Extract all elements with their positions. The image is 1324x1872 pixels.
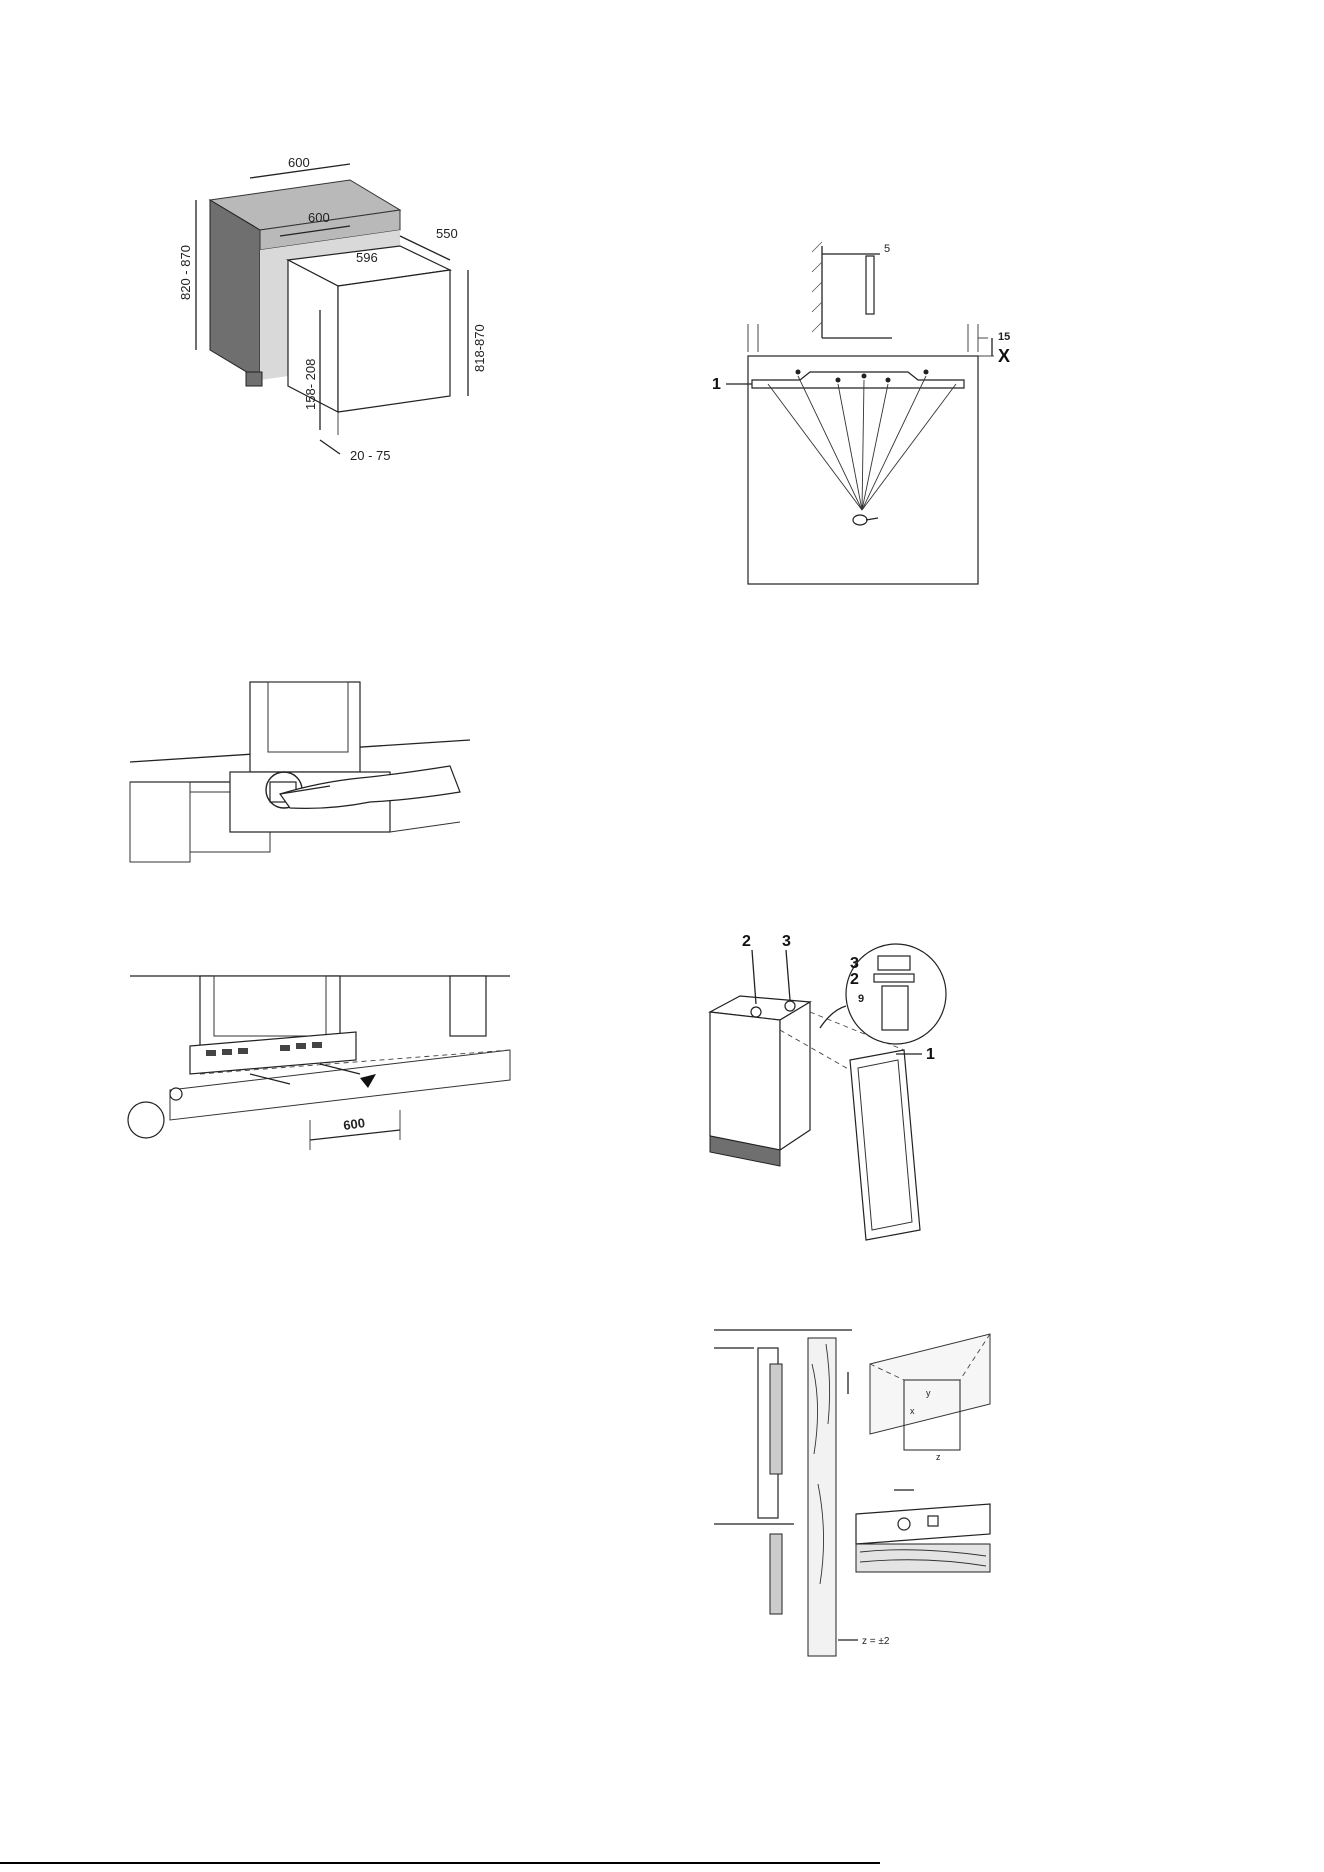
label-x: X [998, 346, 1010, 366]
label-x: x [910, 1406, 915, 1416]
arrow-vent-1 [250, 1074, 290, 1084]
dim-plinth-height: 158- 208 [303, 359, 318, 410]
dim-depth: 550 [436, 226, 458, 241]
hinge-screws-drawing: 2 3 1 3 2 9 [700, 930, 1000, 1240]
detail-hinge-pin [882, 986, 908, 1030]
door-panel [850, 1050, 920, 1240]
adjacent-cabinet [130, 782, 190, 862]
dim-appliance-width: 596 [356, 250, 378, 265]
detail-washer [874, 974, 914, 982]
leader-part-3 [786, 950, 790, 1000]
wood-board-section [856, 1544, 990, 1572]
screw-icon [853, 515, 867, 525]
appliance-front [710, 1012, 780, 1150]
nut-icon [785, 1001, 795, 1011]
plinth-vent-figure: 600 [130, 970, 520, 1180]
label-tolerance: z = ±2 [862, 1636, 890, 1647]
dim-inner-depth: 600 [308, 210, 330, 225]
door-template-figure: 5 1 15 X [712, 232, 1012, 592]
dim-width: 600 [342, 1115, 366, 1133]
footer-rule [0, 1862, 880, 1864]
label-part-3: 3 [782, 933, 791, 950]
plinth-vent-drawing: 600 [130, 970, 520, 1180]
screw-icon [751, 1007, 761, 1017]
hinge-screws-figure: 2 3 1 3 2 9 [700, 930, 1000, 1240]
installation-hand-drawing [130, 682, 470, 862]
dim-x-offset: 15 [998, 331, 1010, 343]
dim-plinth-recess: 20 - 75 [350, 448, 390, 463]
label-part-2: 2 [742, 933, 751, 950]
adjacent-cabinet [450, 976, 486, 1036]
hinge-plate [770, 1364, 782, 1474]
wooden-door-section [808, 1338, 836, 1656]
door-template-drawing: 5 1 15 X [712, 232, 1012, 592]
bracket-screw-icon [898, 1518, 910, 1530]
dim-line-plinth-recess [320, 440, 340, 454]
arrow-vent-2 [320, 1064, 360, 1074]
dim-gap: 9 [858, 993, 864, 1005]
dim-appliance-height: 818-870 [472, 324, 487, 372]
detail-nut [878, 956, 910, 970]
appliance-side [780, 1002, 810, 1150]
label-part-1: 1 [712, 376, 721, 393]
detail-label-3: 3 [850, 955, 859, 972]
cabinet-side-panel [210, 200, 260, 380]
cabinet-dimensions-figure: 600 600 550 596 820 - 870 818-870 158- 2… [160, 150, 520, 510]
foot-detail-circle [128, 1102, 164, 1138]
leader-part-2 [752, 950, 756, 1004]
detail-arrow-icon [820, 1006, 846, 1028]
cabinet-dimensions-drawing: 600 600 550 596 820 - 870 818-870 158- 2… [160, 150, 520, 510]
installation-hand-figure [130, 682, 470, 862]
label-part-1: 1 [926, 1046, 935, 1063]
label-y: y [926, 1388, 931, 1398]
lower-hinge-plate [770, 1534, 782, 1614]
appliance-body [250, 682, 360, 772]
dim-gap-top: 5 [884, 243, 890, 255]
adjustable-foot-icon [170, 1088, 182, 1100]
door-section [866, 256, 874, 314]
dim-niche-height: 820 - 870 [178, 245, 193, 300]
detail-label-2: 2 [850, 971, 859, 988]
label-z: z [936, 1452, 941, 1462]
cabinet-alignment-view [870, 1334, 990, 1434]
arrow-head-icon [360, 1074, 376, 1088]
dim-top-width: 600 [288, 155, 310, 170]
slide-bracket [856, 1504, 990, 1544]
appliance-side [338, 270, 450, 412]
dim-line-width [310, 1130, 400, 1140]
door-adjustment-figure: z = ±2 y x z [714, 1324, 990, 1656]
door-adjustment-drawing: z = ±2 y x z [714, 1324, 990, 1656]
cabinet-foot [246, 372, 262, 386]
